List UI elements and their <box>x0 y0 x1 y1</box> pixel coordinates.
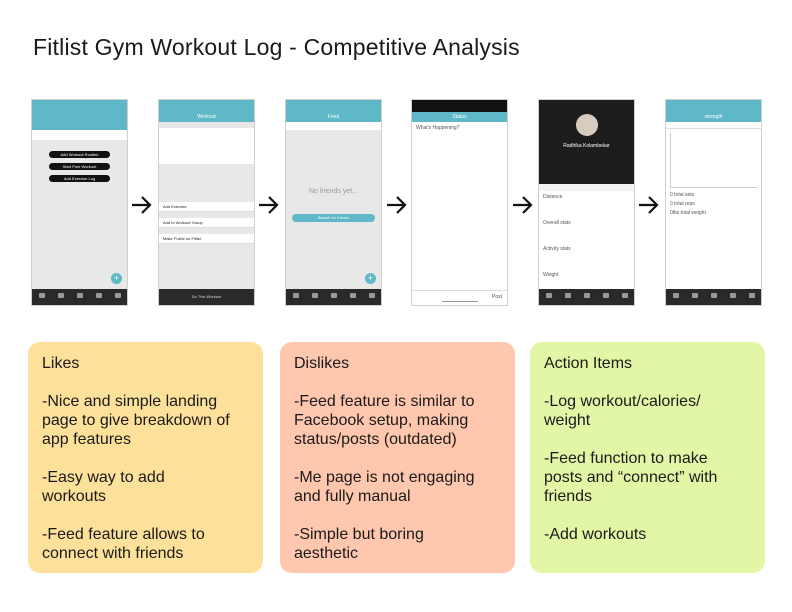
status-prompt: What's Happening? <box>416 125 460 131</box>
action-items-card: Action Items -Log workout/calories/ weig… <box>530 342 765 573</box>
tab-bar <box>32 289 127 305</box>
card-item: -Nice and simple landing page to give br… <box>42 393 230 448</box>
screenshot-home: No workouts planned Add Workout Routine … <box>31 99 128 306</box>
profile-header: Radhika Kolambekar <box>539 100 634 184</box>
overall-section: Overall stats <box>543 220 571 226</box>
compose-bar: Post <box>412 290 507 305</box>
screen-header: Status <box>412 112 507 122</box>
add-routine-button: Add Workout Routine <box>49 151 110 158</box>
activity-section: Activity stats <box>543 246 571 252</box>
range-tabs <box>666 122 761 129</box>
empty-state-text: No friends yet... <box>308 188 359 195</box>
do-workout-label: Do This Workout <box>191 294 222 299</box>
screenshot-status: Status What's Happening? Post <box>411 99 508 306</box>
card-item: -Easy way to add workouts <box>42 469 165 505</box>
calendar-strip <box>32 112 127 130</box>
screen-header: Workout <box>159 112 254 122</box>
card-item: -Simple but boring aesthetic <box>294 526 424 562</box>
arrow-icon <box>132 196 152 214</box>
status-bar <box>159 100 254 112</box>
card-item: -Feed feature allows to connect with fri… <box>42 526 205 562</box>
search-friends-button: Search for friends <box>292 214 375 222</box>
screenshot-feed: Feed No friends yet... Search for friend… <box>285 99 382 306</box>
screenshot-workout: Workout Add Exercise Add to Workout Grou… <box>158 99 255 306</box>
arrow-icon <box>259 196 279 214</box>
chart-area <box>670 133 757 188</box>
distance-section: Distance <box>543 194 563 200</box>
status-bar <box>32 100 127 112</box>
status-bar <box>412 100 507 112</box>
card-item: -Feed feature is similar to Facebook set… <box>294 393 475 448</box>
arrow-icon <box>387 196 407 214</box>
profile-tabs <box>539 184 634 191</box>
card-item: -Feed function to make posts and “connec… <box>544 450 718 505</box>
screen-header: Feed <box>286 112 381 122</box>
weight-stat: 0lbs total weight <box>670 210 706 216</box>
user-name: Radhika Kolambekar <box>563 143 610 149</box>
card-item: -Me page is not engaging and fully manua… <box>294 469 475 505</box>
start-workout-button: Start Free Workout <box>49 163 110 170</box>
screenshot-strength: strength 0 total sets 0 total reps 0lbs … <box>665 99 762 306</box>
name-field <box>159 128 254 164</box>
add-exercise-row: Add Exercise <box>159 202 254 212</box>
status-bar <box>286 100 381 112</box>
sets-stat: 0 total sets <box>670 192 695 198</box>
avatar <box>576 114 598 136</box>
add-log-button: Add Exercise Log <box>49 175 110 182</box>
card-item: -Add workouts <box>544 526 647 543</box>
add-group-row: Add to Workout Group <box>159 218 254 228</box>
add-fab-icon: + <box>365 273 376 284</box>
dislikes-card: Dislikes -Feed feature is similar to Fac… <box>280 342 515 573</box>
card-item: -Log workout/calories/ weight <box>544 393 701 429</box>
tab-bar <box>286 289 381 305</box>
screenshot-profile: Radhika Kolambekar Distance Overall stat… <box>538 99 635 306</box>
week-row <box>32 130 127 140</box>
footer-bar: Do This Workout <box>159 289 254 305</box>
arrow-icon <box>639 196 659 214</box>
feed-tabs <box>286 122 381 130</box>
arrow-icon <box>513 196 533 214</box>
page-title: Fitlist Gym Workout Log - Competitive An… <box>33 34 520 60</box>
tab-bar <box>539 289 634 305</box>
screen-header: strength <box>666 112 761 122</box>
status-bar <box>666 100 761 112</box>
post-label: Post <box>491 294 502 300</box>
card-heading: Dislikes <box>294 355 350 372</box>
make-public-row: Make Public on Fitlist <box>159 234 254 244</box>
reps-stat: 0 total reps <box>670 201 695 207</box>
card-heading: Likes <box>42 355 80 372</box>
add-fab-icon: + <box>111 273 122 284</box>
weight-section: Weight <box>543 272 559 278</box>
likes-card: Likes -Nice and simple landing page to g… <box>28 342 263 573</box>
card-heading: Action Items <box>544 355 633 372</box>
tab-bar <box>666 289 761 305</box>
